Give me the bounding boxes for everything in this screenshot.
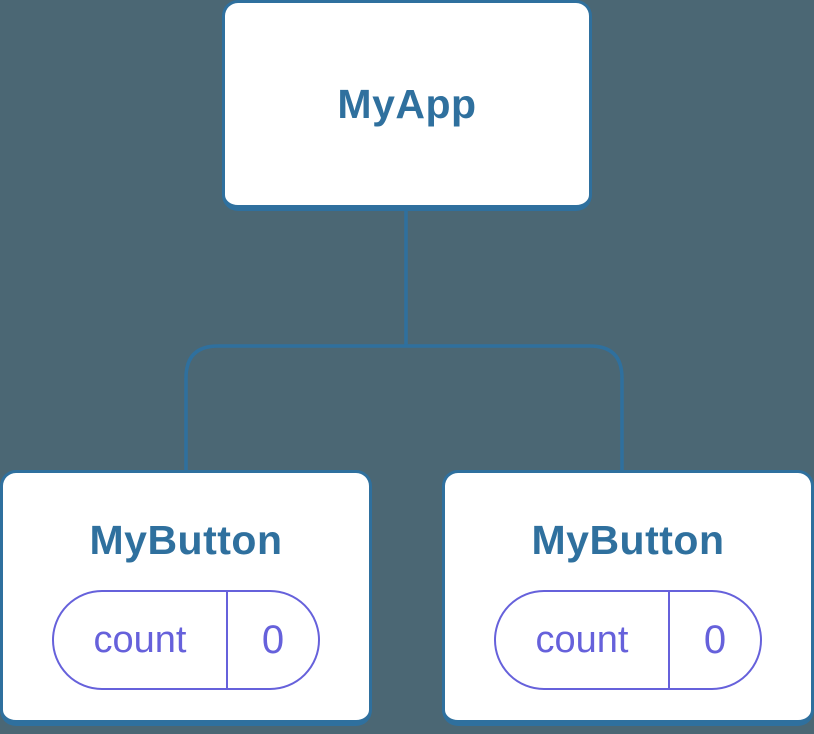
child-node-right: MyButton count 0 <box>442 470 814 726</box>
state-name-left: count <box>54 592 228 688</box>
child-node-left: MyButton count 0 <box>0 470 372 726</box>
state-value-left: 0 <box>261 617 285 662</box>
state-pill-left: count 0 <box>52 590 320 690</box>
child-node-left-label: MyButton <box>89 517 283 563</box>
state-name-right: count <box>496 592 670 688</box>
root-node-label: MyApp <box>337 80 477 127</box>
root-node: MyApp <box>222 0 592 211</box>
branch-line <box>184 344 624 471</box>
child-node-right-label: MyButton <box>531 517 725 563</box>
state-value-right: 0 <box>703 617 727 662</box>
state-pill-right: count 0 <box>494 590 762 690</box>
